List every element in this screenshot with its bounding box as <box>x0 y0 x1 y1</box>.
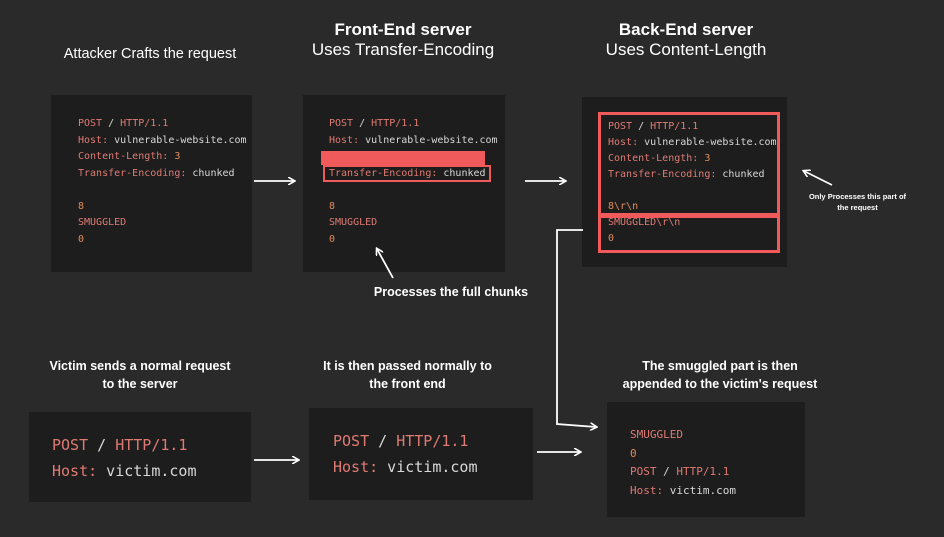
arrow-only-processes <box>804 171 833 186</box>
appended-request-box: SMUGGLED 0 POST / HTTP/1.1 Host: victim.… <box>607 402 805 517</box>
attacker-heading: Attacker Crafts the request <box>63 46 237 62</box>
backend-title: Back-End server <box>618 20 754 39</box>
smuggled-part-highlight <box>598 215 780 253</box>
content-length-redaction <box>321 151 485 165</box>
frontend-title: Front-End server <box>334 20 472 39</box>
attacker-request-box: POST / HTTP/1.1 Host: vulnerable-website… <box>51 95 252 272</box>
backend-request-box: POST / HTTP/1.1 Host: vulnerable-website… <box>582 97 787 267</box>
frontend-victim-box: POST / HTTP/1.1 Host: victim.com <box>309 408 533 500</box>
attacker-request-code: POST / HTTP/1.1 Host: vulnerable-website… <box>78 118 247 245</box>
backend-heading: Back-End server Uses Content-Length <box>566 20 806 60</box>
processed-part-highlight <box>598 112 780 216</box>
frontend-heading: Front-End server Uses Transfer-Encoding <box>283 20 523 60</box>
victim-request-code: POST / HTTP/1.1 Host: victim.com <box>52 436 197 480</box>
backend-subtitle: Uses Content-Length <box>605 40 767 59</box>
frontend-victim-code: POST / HTTP/1.1 Host: victim.com <box>333 432 478 476</box>
processes-caption: Processes the full chunks <box>373 285 529 299</box>
frontend-subtitle: Uses Transfer-Encoding <box>311 40 495 59</box>
arrow-processes <box>377 249 394 279</box>
frontend-request-code: POST / HTTP/1.1 Host: vulnerable-website… <box>329 118 498 245</box>
backend-request-code: POST / HTTP/1.1 Host: vulnerable-website… <box>608 121 777 244</box>
victim-request-box: POST / HTTP/1.1 Host: victim.com <box>29 412 251 502</box>
transfer-encoding-highlight <box>323 165 491 182</box>
appended-request-code: SMUGGLED 0 POST / HTTP/1.1 Host: victim.… <box>630 428 736 497</box>
arrow-smuggled-down <box>556 229 596 427</box>
frontend-request-box: POST / HTTP/1.1 Host: vulnerable-website… <box>303 95 505 272</box>
